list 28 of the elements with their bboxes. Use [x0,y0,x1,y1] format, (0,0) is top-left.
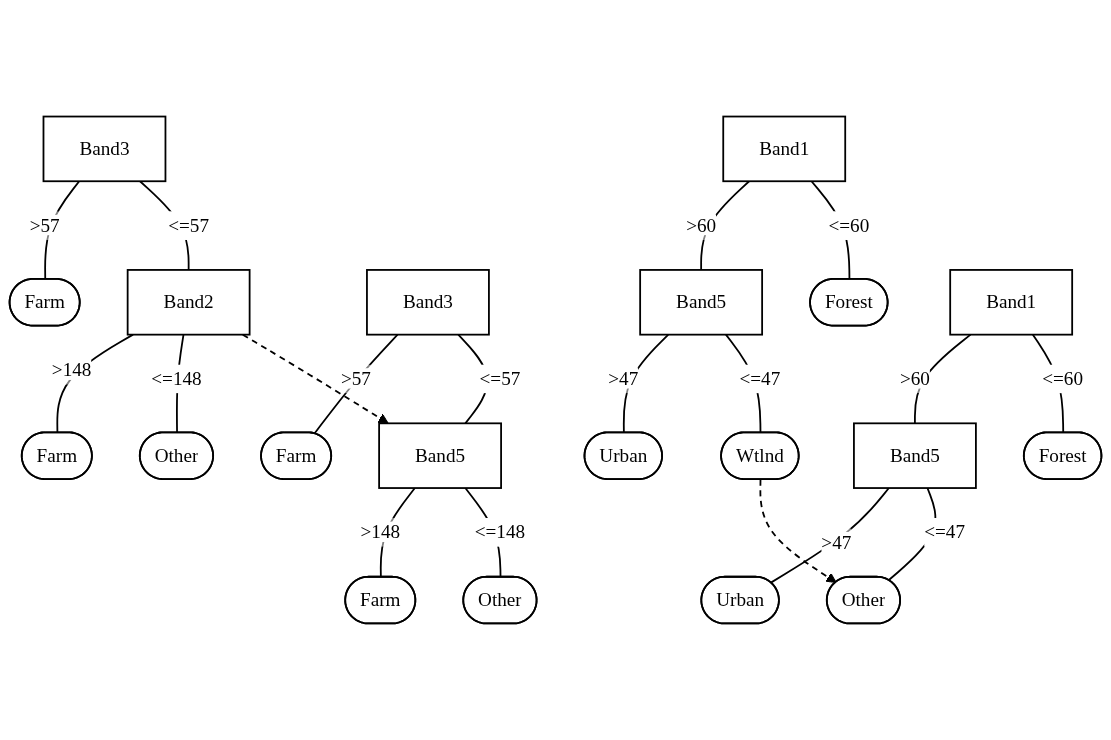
node-box: Band5 [378,422,502,489]
edge-label: >47 [608,368,639,389]
connector [313,333,399,435]
edge-label: <=57 [479,368,521,389]
node-box: Band1 [949,269,1074,336]
edge-label: <=47 [739,368,781,389]
connector [770,487,890,584]
edge-label: <=57 [168,214,210,236]
edge-label: <=148 [151,368,202,389]
edge-label: <=148 [474,521,526,542]
node-box: Band5 [639,269,763,336]
edge-label: >148 [51,359,92,380]
edge-label: >60 [686,214,717,236]
edge-label: >60 [899,368,930,389]
node-box: Band1 [722,115,847,183]
arrow [759,478,837,583]
edge-label: <=47 [924,521,965,542]
edge-label: >57 [340,368,371,389]
edge-label: >57 [29,214,60,236]
node-box: Band2 [126,269,251,336]
edge-label: <=60 [828,214,870,236]
edge-label: >47 [821,531,852,553]
node-box: Band3 [42,115,167,183]
node-box: Band5 [853,422,977,489]
arrow [241,333,389,424]
edge-label: >148 [360,521,401,542]
edge-label: <=60 [1042,368,1084,389]
node-box: Band3 [366,269,490,336]
